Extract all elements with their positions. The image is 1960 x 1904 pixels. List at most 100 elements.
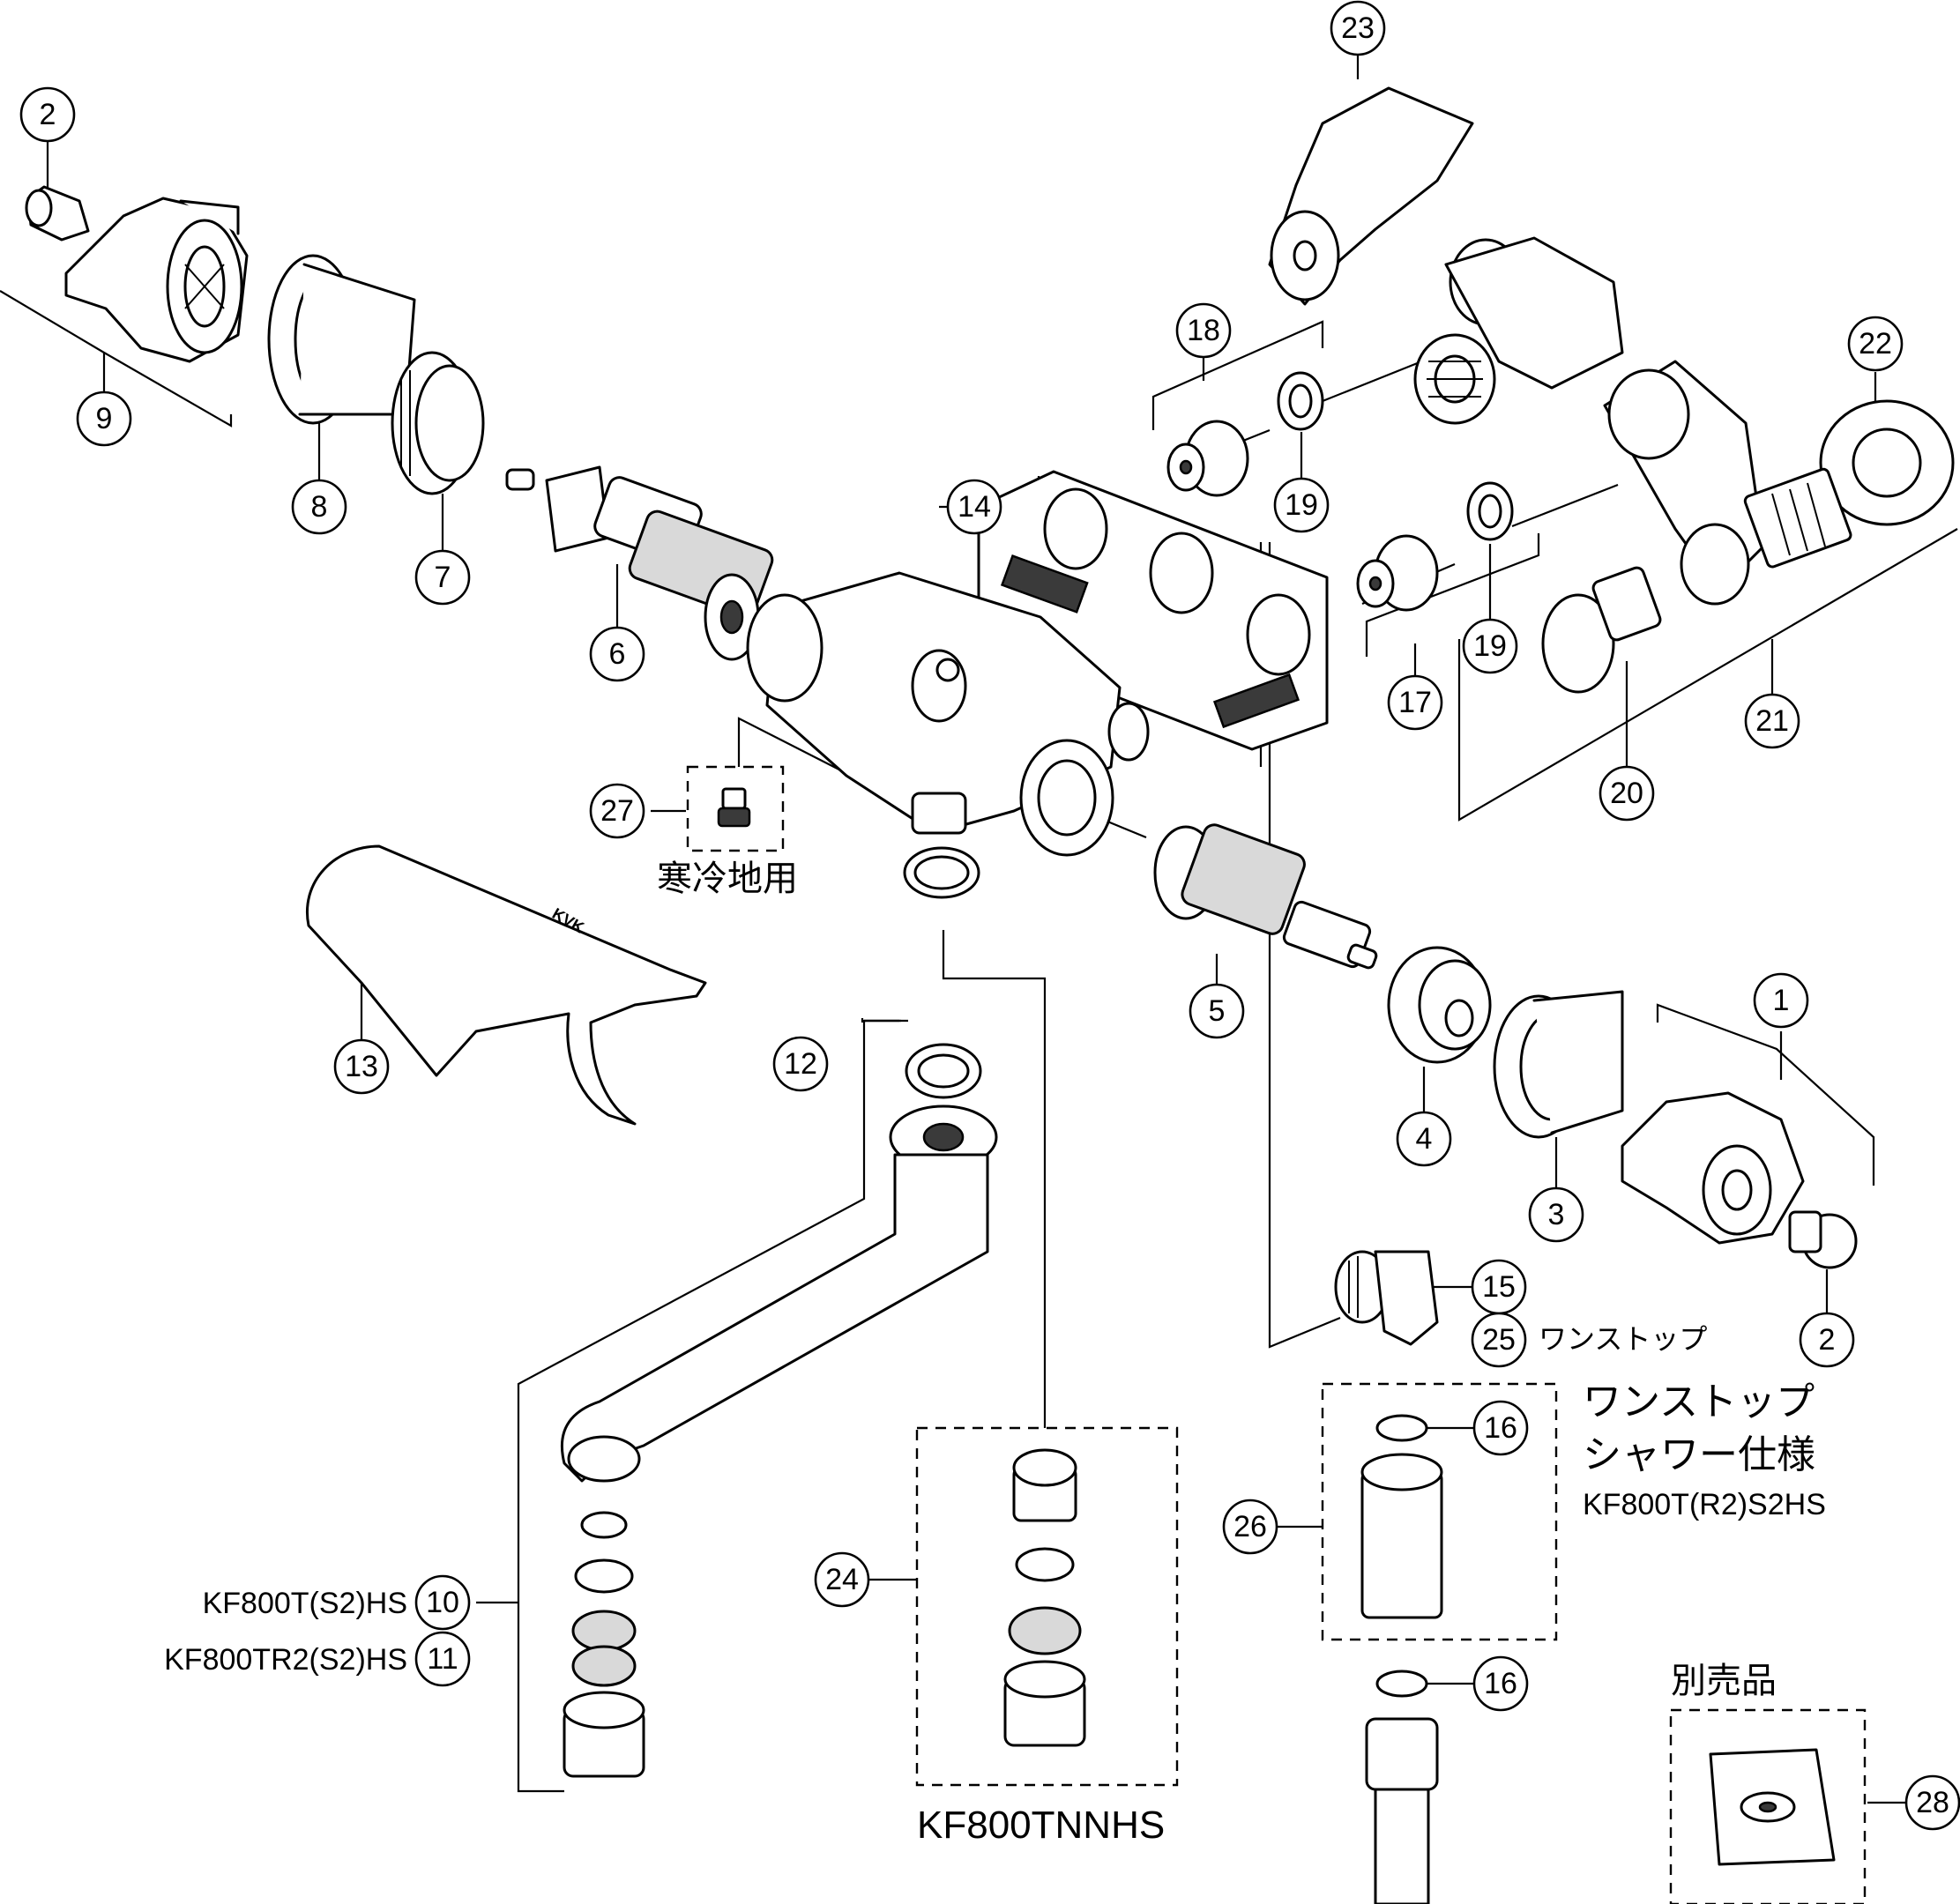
svg-text:17: 17 — [1398, 686, 1432, 719]
union-arm-part-21 — [1603, 360, 1852, 606]
svg-text:8: 8 — [311, 490, 328, 524]
callout-6: 6 — [589, 626, 645, 682]
model-label-24: KF800TNNHS — [917, 1804, 1165, 1847]
svg-text:15: 15 — [1482, 1270, 1516, 1304]
svg-text:1: 1 — [1773, 984, 1790, 1017]
kf800tnnhs-box — [915, 1426, 1179, 1787]
callout-28: 28 — [1904, 1774, 1960, 1831]
callout-7: 7 — [414, 549, 471, 606]
svg-text:3: 3 — [1548, 1198, 1565, 1231]
upper-union-elbow — [1413, 236, 1624, 425]
aerator-parts-24 — [1003, 1448, 1086, 1747]
callout-13: 13 — [333, 1038, 390, 1095]
svg-text:28: 28 — [1916, 1786, 1949, 1819]
callout-1: 1 — [1753, 972, 1809, 1029]
ring-part-8 — [267, 254, 416, 425]
svg-text:10: 10 — [426, 1586, 459, 1619]
check-valve-part-17 — [1356, 534, 1439, 612]
flange-part-22 — [1819, 399, 1955, 526]
callout-19-lower: 19 — [1462, 618, 1518, 674]
svg-text:19: 19 — [1285, 488, 1318, 522]
leader-lines — [0, 53, 1958, 1804]
callout-10: 10 — [414, 1574, 471, 1631]
accessory-part-28 — [1709, 1748, 1836, 1866]
cold-region-box — [686, 765, 785, 852]
svg-text:5: 5 — [1209, 994, 1226, 1028]
svg-text:11: 11 — [427, 1642, 458, 1676]
one-stop-shower-line2: シャワー仕様 — [1583, 1432, 1815, 1477]
callout-9: 9 — [76, 390, 132, 447]
sold-separately-label: 別売品 — [1671, 1661, 1777, 1701]
callout-16-upper: 16 — [1472, 1400, 1529, 1456]
svg-text:6: 6 — [609, 637, 626, 671]
callout-20: 20 — [1599, 765, 1655, 822]
svg-text:16: 16 — [1484, 1411, 1517, 1445]
callout-22: 22 — [1847, 316, 1904, 372]
callout-24: 24 — [814, 1551, 870, 1608]
svg-text:13: 13 — [345, 1050, 378, 1083]
callout-14: 14 — [946, 479, 1002, 535]
callout-16-lower: 16 — [1472, 1655, 1529, 1712]
mixing-valve-body — [746, 571, 1150, 857]
callout-5: 5 — [1189, 983, 1245, 1039]
dashed-boxes — [686, 765, 1867, 1904]
svg-text:2: 2 — [1819, 1323, 1836, 1357]
handle-part-9 — [64, 197, 249, 363]
callout-2-left: 2 — [19, 86, 76, 143]
callout-2-right: 2 — [1799, 1312, 1855, 1368]
text-labels: 寒冷地用 ワンストップ ワンストップ シャワー仕様 KF800T(R2)S2HS… — [164, 859, 1826, 1847]
callout-12: 12 — [772, 1036, 829, 1092]
svg-text:12: 12 — [784, 1047, 817, 1081]
callout-23: 23 — [1330, 0, 1386, 56]
callout-26: 26 — [1222, 1499, 1278, 1555]
callout-21: 21 — [1744, 693, 1800, 749]
callout-19-upper: 19 — [1273, 477, 1330, 533]
one-stop-shower-box — [1321, 1382, 1558, 1641]
svg-text:23: 23 — [1341, 11, 1375, 45]
svg-text:16: 16 — [1484, 1667, 1517, 1700]
nut-part-4 — [1387, 946, 1492, 1064]
callout-4: 4 — [1396, 1111, 1452, 1167]
svg-text:18: 18 — [1187, 314, 1220, 347]
one-stop-model-label: KF800T(R2)S2HS — [1583, 1488, 1826, 1521]
callout-15: 15 — [1471, 1259, 1527, 1315]
handle-part-1 — [1621, 1091, 1805, 1245]
check-valve-part-20 — [1541, 566, 1662, 694]
svg-text:4: 4 — [1416, 1122, 1433, 1156]
sold-separately-box — [1669, 1708, 1867, 1904]
svg-text:24: 24 — [825, 1563, 859, 1596]
cartridge-part-5 — [1153, 823, 1378, 970]
svg-text:27: 27 — [600, 794, 634, 828]
svg-text:25: 25 — [1482, 1323, 1516, 1357]
svg-text:9: 9 — [96, 402, 113, 435]
callout-3: 3 — [1528, 1186, 1584, 1243]
plate-part-14 — [977, 470, 1329, 751]
cap-part-2-right — [1788, 1210, 1858, 1269]
ring-part-7 — [391, 351, 485, 495]
callout-11: 11 — [414, 1631, 471, 1687]
callouts: 1 2 2 3 4 5 6 7 8 9 10 11 12 13 14 15 16… — [19, 0, 1960, 1831]
svg-text:20: 20 — [1610, 777, 1643, 810]
callout-17: 17 — [1387, 674, 1443, 731]
svg-text:14: 14 — [958, 490, 991, 524]
callout-18: 18 — [1175, 302, 1232, 359]
one-stop-parts-16-26 — [1360, 1414, 1443, 1904]
cartridge-part-6 — [505, 465, 774, 661]
holder-part-23 — [1268, 86, 1474, 306]
model-label-11: KF800TR2(S2)HS — [164, 1643, 407, 1677]
aerator-parts-10-11 — [563, 1511, 645, 1778]
callout-27: 27 — [589, 783, 645, 839]
drain-plug-part-27 — [717, 787, 751, 828]
svg-text:2: 2 — [40, 98, 56, 131]
one-stop-label-25: ワンストップ — [1539, 1322, 1707, 1356]
spout — [560, 1104, 998, 1483]
callout-8: 8 — [291, 479, 347, 535]
callout-25: 25 — [1471, 1312, 1527, 1368]
svg-text:22: 22 — [1859, 327, 1892, 361]
check-valve-part-18 — [1166, 420, 1249, 497]
model-label-10: KF800T(S2)HS — [203, 1587, 407, 1620]
cap-part-2-left — [25, 185, 90, 242]
elbow-part-15 — [1334, 1250, 1439, 1346]
parts-artwork: KVK — [25, 86, 1955, 1904]
